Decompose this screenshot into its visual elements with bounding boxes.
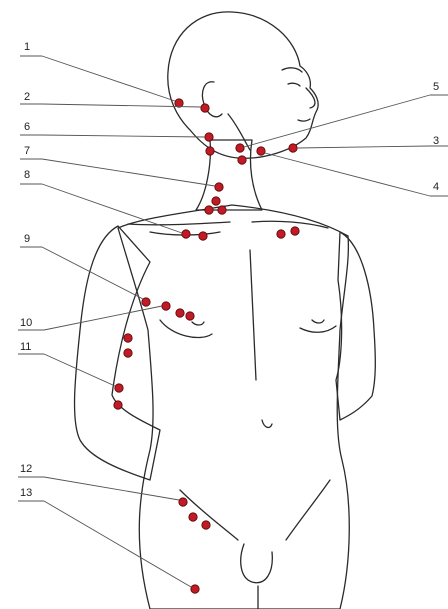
- lymph-node: [114, 401, 122, 409]
- right-pectoral: [300, 326, 336, 332]
- left-nipple: [192, 322, 204, 325]
- leader-line-12: [44, 477, 179, 500]
- label-7: 7: [24, 145, 30, 157]
- lymph-node: [289, 144, 297, 152]
- body-figure: [75, 12, 376, 609]
- lymph-node: [182, 230, 190, 238]
- lymph-node: [201, 104, 209, 112]
- lymph-node: [124, 334, 132, 342]
- label-4: 4: [433, 181, 439, 193]
- label-12: 12: [20, 463, 32, 475]
- mouth: [298, 119, 310, 121]
- leader-line-13: [44, 501, 191, 587]
- label-11: 11: [20, 341, 31, 353]
- left-clavicle: [128, 222, 230, 225]
- leader-line-3: [297, 146, 430, 148]
- right-groin-line: [286, 480, 330, 540]
- leader-line-7: [42, 159, 215, 186]
- lymph-node: [142, 298, 150, 306]
- lymph-node: [205, 133, 213, 141]
- lymph-node: [291, 227, 299, 235]
- lymph-node: [205, 206, 213, 214]
- label-10: 10: [20, 317, 32, 329]
- nose: [306, 88, 315, 108]
- leader-line-4: [265, 153, 430, 196]
- navel: [262, 420, 272, 427]
- lymph-node: [202, 521, 210, 529]
- torso: [118, 205, 349, 609]
- lymph-nodes: [114, 99, 299, 593]
- leader-line-11: [44, 354, 115, 386]
- sternum-line: [250, 250, 256, 380]
- leader-line-1: [42, 56, 175, 101]
- right-nipple: [312, 320, 324, 323]
- label-2: 2: [24, 91, 30, 103]
- leader-line-5: [244, 95, 430, 147]
- label-1: 1: [24, 41, 30, 53]
- label-9: 9: [24, 233, 30, 245]
- lymph-node: [236, 144, 244, 152]
- left-groin-line: [180, 490, 238, 540]
- lymph-node: [212, 197, 220, 205]
- genital: [241, 544, 273, 583]
- leader-line-8: [42, 184, 182, 233]
- lymph-node: [176, 309, 184, 317]
- lymph-node: [191, 585, 199, 593]
- leader-line-6: [42, 135, 205, 137]
- lymph-node: [218, 206, 226, 214]
- eyebrow: [282, 68, 302, 72]
- lymph-node: [189, 513, 197, 521]
- lymph-node: [162, 302, 170, 310]
- lymph-node: [257, 147, 265, 155]
- label-8: 8: [24, 169, 30, 181]
- lymph-node: [238, 156, 246, 164]
- leader-lines: [18, 56, 448, 587]
- right-arm: [336, 232, 375, 420]
- label-13: 13: [20, 487, 32, 499]
- left-arm: [75, 226, 160, 480]
- leader-line-9: [42, 247, 143, 299]
- lymph-node: [277, 230, 285, 238]
- lymph-node: [186, 312, 194, 320]
- lymph-node: [124, 349, 132, 357]
- lymph-node: [179, 498, 187, 506]
- lymph-node: [199, 232, 207, 240]
- lymph-node: [175, 99, 183, 107]
- lymph-node: [206, 147, 214, 155]
- eye: [288, 83, 300, 86]
- label-6: 6: [24, 121, 30, 133]
- label-3: 3: [433, 135, 439, 147]
- label-5: 5: [433, 81, 439, 93]
- lymph-node: [115, 384, 123, 392]
- lymph-node: [215, 183, 223, 191]
